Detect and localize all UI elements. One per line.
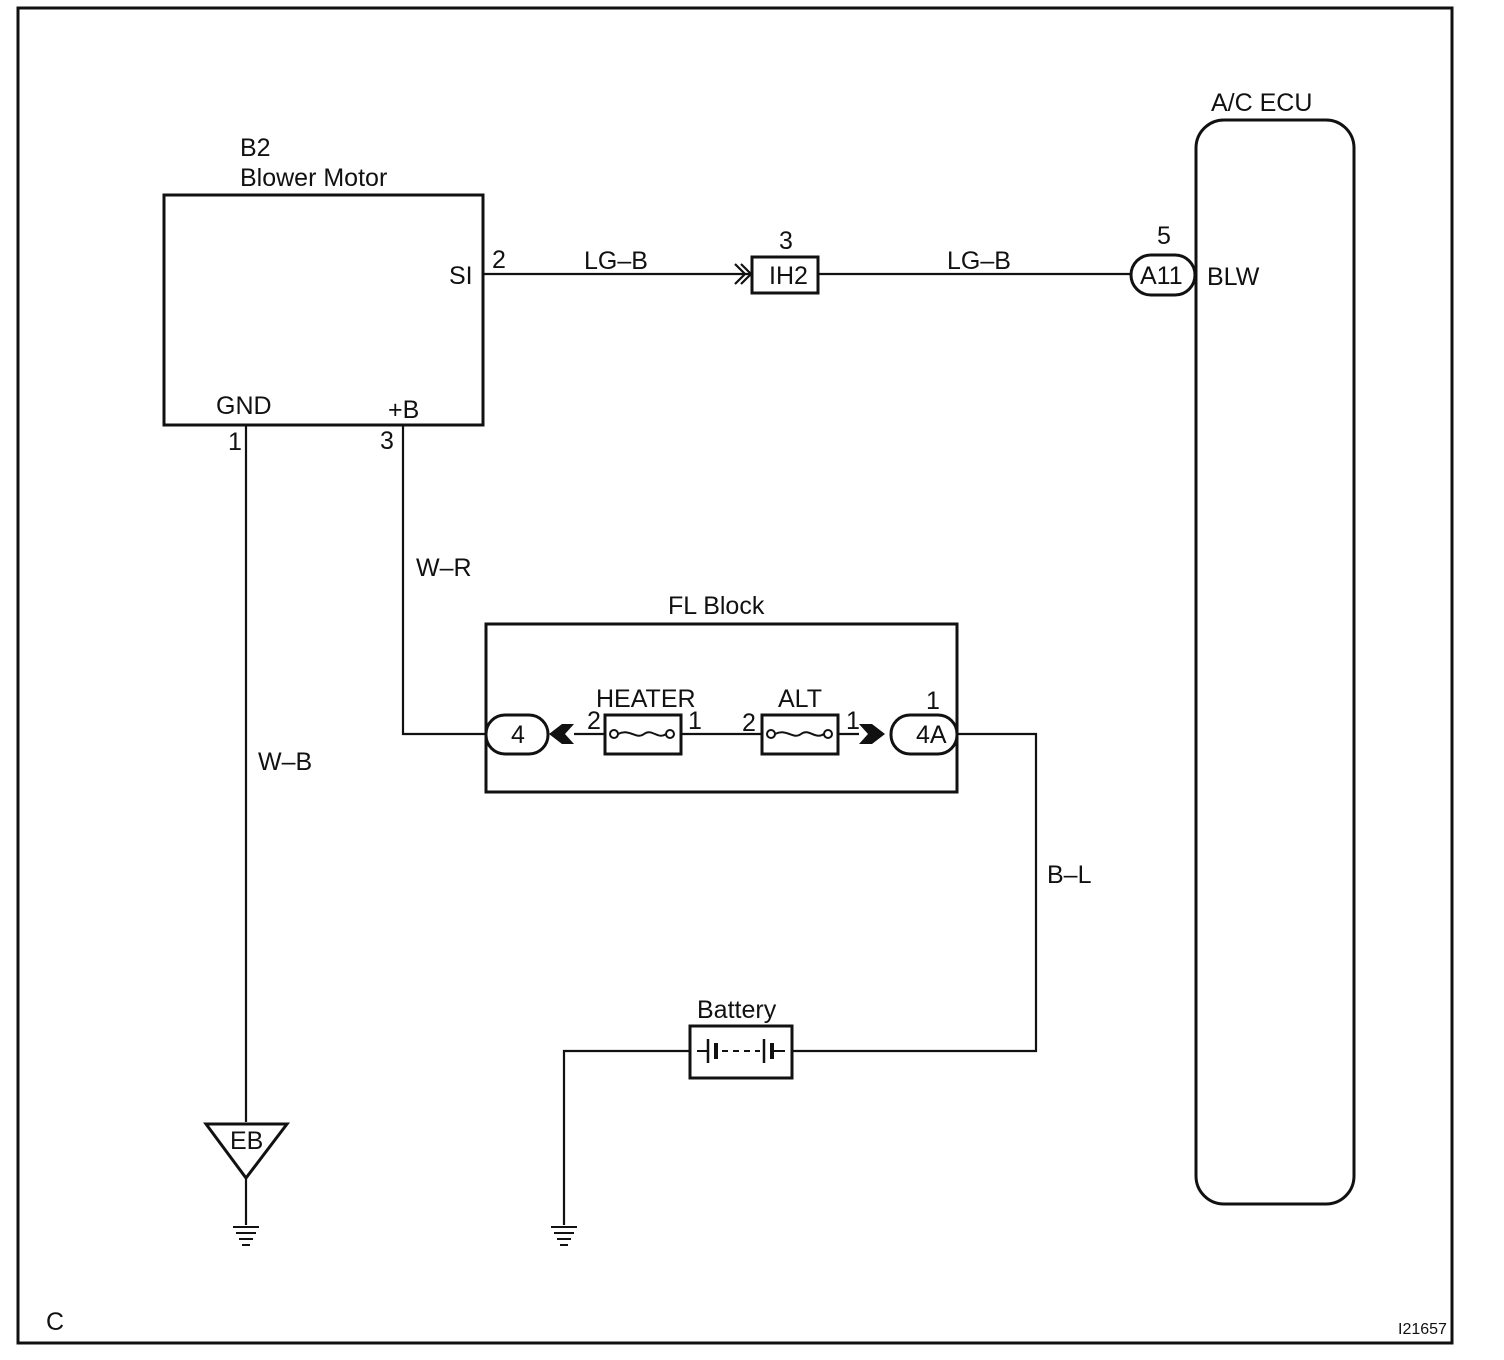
diagram-frame <box>16 6 1454 1345</box>
battery: Battery <box>551 996 794 1246</box>
fl-block: FL Block 4 2 HEATER 1 2 ALT 1 4A 1 <box>484 592 959 794</box>
fuse-icon <box>774 731 825 737</box>
a11-connector <box>1129 253 1197 297</box>
alt-pin-right: 1 <box>846 707 860 735</box>
alt-fuse-label: ALT <box>778 685 822 713</box>
ground-wire: W–B <box>244 425 312 1122</box>
a11-connector-code: A11 <box>1140 262 1183 290</box>
fl-block-box <box>484 622 959 794</box>
connector-arrow-left-icon <box>549 724 574 744</box>
heater-pin-right: 1 <box>688 707 702 735</box>
blower-motor: B2 Blower Motor SI 2 GND +B 1 3 <box>162 134 506 456</box>
fl-connector-right-pin: 1 <box>926 687 940 715</box>
plus-b-pin-number: 3 <box>380 427 394 455</box>
ih2-junction-connector: IH2 3 <box>734 227 820 295</box>
wire-color-b-l: B–L <box>1047 861 1092 889</box>
ground-icon <box>551 1226 577 1246</box>
blower-motor-name: Blower Motor <box>240 164 387 192</box>
wire-color-lg-b-2: LG–B <box>947 247 1011 275</box>
eb-ground-point: EB <box>203 1122 291 1246</box>
battery-wire: B–L <box>792 732 1092 1053</box>
heater-fuse-label: HEATER <box>596 685 696 713</box>
wire-color-w-r: W–R <box>416 554 472 582</box>
figure-id: I21657 <box>1398 1321 1447 1338</box>
a11-pin-number: 5 <box>1157 222 1171 250</box>
si-terminal-label: SI <box>449 262 473 290</box>
corner-label: C <box>46 1308 64 1336</box>
fuse-icon <box>617 731 667 737</box>
wire-color-lg-b-1: LG–B <box>584 247 648 275</box>
ac-ecu-box <box>1194 118 1356 1206</box>
blower-motor-box <box>162 193 485 427</box>
ih2-code: IH2 <box>769 262 808 290</box>
si-pin-number: 2 <box>492 246 506 274</box>
plus-b-terminal-label: +B <box>388 396 419 424</box>
alt-fuse: ALT <box>760 685 840 756</box>
fl-connector-left-code: 4 <box>511 721 525 749</box>
heater-pin-left: 2 <box>587 707 601 735</box>
plus-b-wire: W–R <box>401 425 486 736</box>
battery-icon <box>697 1039 785 1063</box>
alt-pin-left: 2 <box>742 709 756 737</box>
ground-icon <box>233 1226 259 1246</box>
si-wire: LG–B <box>483 247 752 276</box>
ih2-pin-number: 3 <box>779 227 793 255</box>
gnd-pin-number: 1 <box>228 428 242 456</box>
battery-label: Battery <box>697 996 777 1024</box>
heater-fuse: HEATER <box>596 685 696 756</box>
fl-connector-left <box>484 713 550 756</box>
wire-color-w-b: W–B <box>258 748 312 776</box>
connector-arrow-right-icon <box>859 724 885 744</box>
fl-connector-right-code: 4A <box>916 721 947 749</box>
eb-ground-code: EB <box>230 1127 263 1155</box>
gnd-terminal-label: GND <box>216 392 272 420</box>
blw-terminal-label: BLW <box>1207 263 1260 291</box>
blower-motor-code: B2 <box>240 134 271 162</box>
fl-block-name: FL Block <box>668 592 765 620</box>
ecu-wire: LG–B <box>818 247 1131 276</box>
ac-ecu-name: A/C ECU <box>1211 89 1312 117</box>
ac-ecu: A/C ECU A11 5 BLW <box>1129 89 1356 1206</box>
